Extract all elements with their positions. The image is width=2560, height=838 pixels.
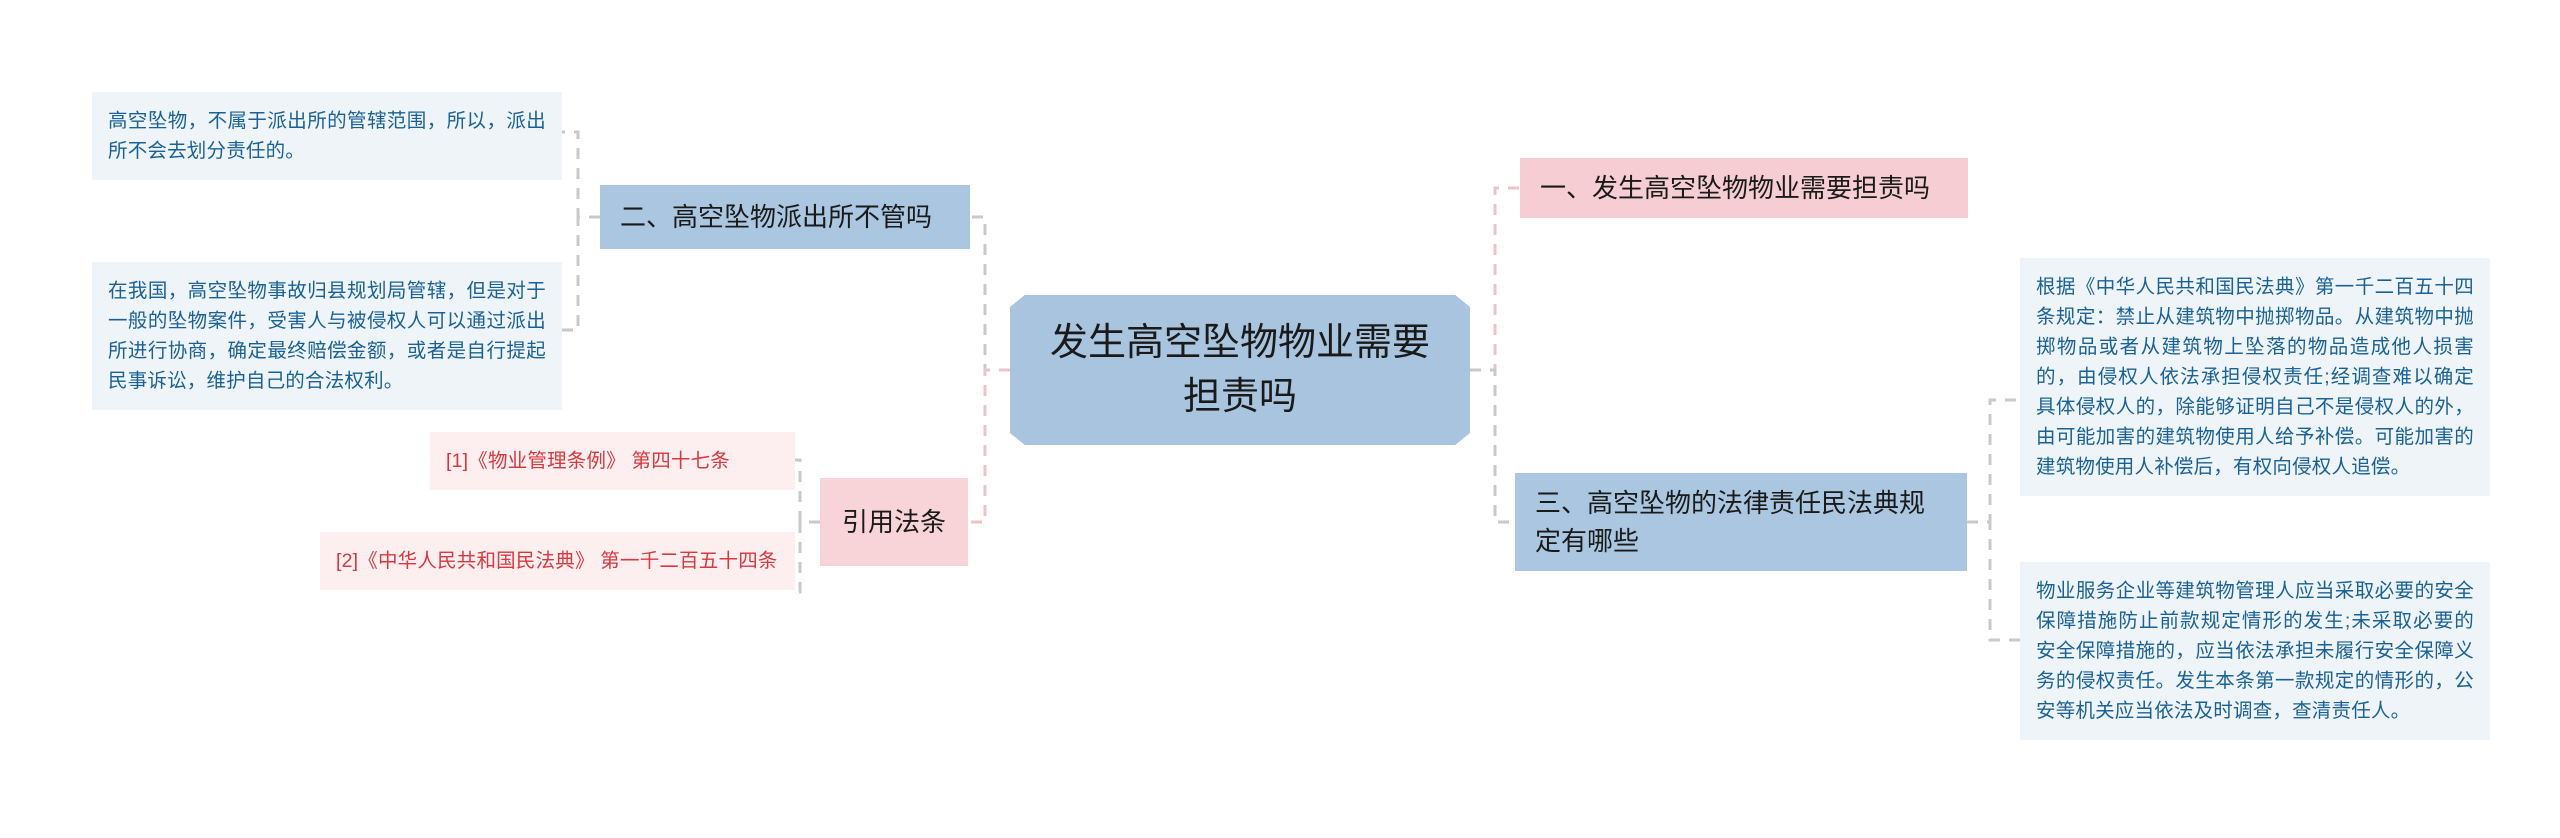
link-center-branch1 <box>1470 186 1520 372</box>
link-branch2-leafb <box>562 215 600 332</box>
branch-node-3[interactable]: 三、高空坠物的法律责任民法典规定有哪些 <box>1515 473 1967 571</box>
leaf-note-a[interactable]: 高空坠物，不属于派出所的管辖范围，所以，派出所不会去划分责任的。 <box>92 92 562 180</box>
link-ref-leafc <box>795 458 820 524</box>
link-center-branchref <box>968 368 1010 524</box>
link-branch3-leafe <box>1967 398 2020 524</box>
link-ref-leafd <box>795 520 820 594</box>
leaf-note-f[interactable]: 物业服务企业等建筑物管理人应当采取必要的安全保障措施防止前款规定情形的发生;未采… <box>2020 562 2490 740</box>
link-center-branch3 <box>1470 368 1515 524</box>
link-branch3-leaff <box>1967 520 2020 642</box>
link-center-branch2 <box>970 215 1010 372</box>
central-topic-node[interactable]: 发生高空坠物物业需要担责吗 <box>1010 295 1470 445</box>
leaf-citation-1[interactable]: [1]《物业管理条例》 第四十七条 <box>430 432 795 490</box>
branch-node-1[interactable]: 一、发生高空坠物物业需要担责吗 <box>1520 158 1968 218</box>
branch-node-references[interactable]: 引用法条 <box>820 478 968 566</box>
leaf-note-b[interactable]: 在我国，高空坠物事故归县规划局管辖，但是对于一般的坠物案件，受害人与被侵权人可以… <box>92 262 562 410</box>
leaf-note-e[interactable]: 根据《中华人民共和国民法典》第一千二百五十四条规定：禁止从建筑物中抛掷物品。从建… <box>2020 258 2490 496</box>
leaf-citation-2[interactable]: [2]《中华人民共和国民法典》 第一千二百五十四条 <box>320 532 795 590</box>
branch-node-2[interactable]: 二、高空坠物派出所不管吗 <box>600 185 970 249</box>
link-branch2-leafa <box>562 130 600 219</box>
